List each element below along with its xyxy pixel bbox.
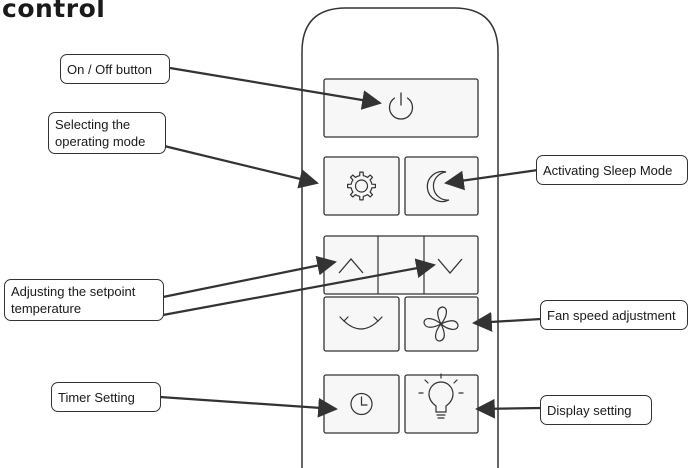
callout-fan-speed: Fan speed adjustment [540,300,688,330]
callout-sleep-mode: Activating Sleep Mode [536,155,688,185]
swing-icon [339,316,383,330]
leader-line-setpoint-down [162,258,436,317]
callout-timer: Timer Setting [51,382,161,412]
callout-setpoint: Adjusting the setpoint temperature [4,279,164,321]
mode-button[interactable] [323,156,400,216]
temperature-button-group [323,235,479,295]
timer-button[interactable] [323,374,400,434]
leader-line-mode [159,143,319,189]
callout-operating-mode: Selecting the operating mode [48,112,166,154]
fan-button[interactable] [404,296,479,352]
power-icon [388,92,414,120]
moon-icon [426,170,450,203]
temp-up-button[interactable] [324,236,378,294]
display-button[interactable] [404,373,479,434]
leader-line-setpoint-up [162,255,337,299]
leader-line-fan [472,312,542,332]
power-button[interactable] [323,78,479,138]
leader-lines [159,66,542,419]
chevron-up-icon [338,258,364,274]
clock-icon [350,392,373,416]
callout-on-off: On / Off button [60,54,170,84]
page-heading: control [2,0,106,23]
temp-down-button[interactable] [424,236,478,294]
swing-button[interactable] [323,296,400,352]
leader-line-display [475,398,542,419]
callout-display: Display setting [540,395,652,425]
fan-icon [423,306,459,342]
leader-line-on-off [169,66,382,110]
sleep-button[interactable] [404,156,479,216]
leader-line-sleep [444,168,539,191]
gear-icon [347,171,376,201]
lightbulb-icon [418,373,464,419]
leader-line-timer [159,395,338,418]
chevron-down-icon [437,258,463,274]
